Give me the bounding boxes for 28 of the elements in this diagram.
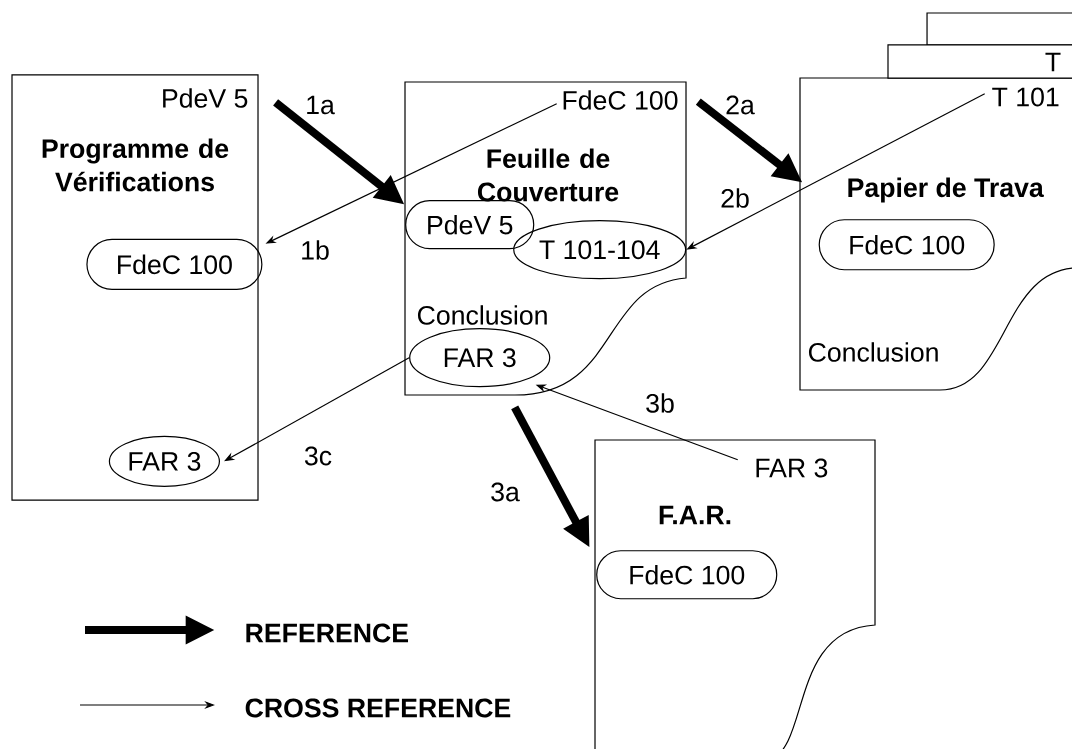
reference-code: PdeV 5 xyxy=(163,88,248,108)
reference-code: T 101 xyxy=(992,87,1059,107)
reference-tag: FdeC 100 xyxy=(86,238,263,290)
reference-tag: FdeC 100 xyxy=(818,219,995,271)
section-label: Conclusion xyxy=(808,342,938,362)
edge-label: 1a xyxy=(303,94,337,116)
stacked-sheet xyxy=(926,12,1072,46)
reference-tag: FdeC 100 xyxy=(596,550,778,600)
edge-label: 3c xyxy=(302,445,334,467)
edge-label: 1b xyxy=(298,238,332,262)
section-label: Conclusion xyxy=(417,305,547,325)
reference-code: FAR 3 xyxy=(756,458,828,478)
edge-label: 3a xyxy=(488,481,522,503)
edge-label: 2b xyxy=(718,186,752,210)
reference-code: T xyxy=(1045,52,1061,72)
edge-label: 2a xyxy=(723,94,757,116)
sheet-title: Papier de Trava xyxy=(848,177,1044,203)
sheet-title: Programme de Vérifications xyxy=(42,138,229,192)
legend-label: CROSS REFERENCE xyxy=(245,698,511,718)
document-sheet xyxy=(11,74,259,501)
document-sheet xyxy=(594,439,876,749)
stacked-sheet xyxy=(887,44,1072,79)
sheet-title: F.A.R. xyxy=(659,505,731,525)
edge-label: 3b xyxy=(643,391,677,415)
legend-label: REFERENCE xyxy=(246,623,408,643)
reference-code: FdeC 100 xyxy=(563,90,678,110)
arrow xyxy=(224,357,410,462)
sheet-title: Feuille de Couverture xyxy=(477,148,619,202)
